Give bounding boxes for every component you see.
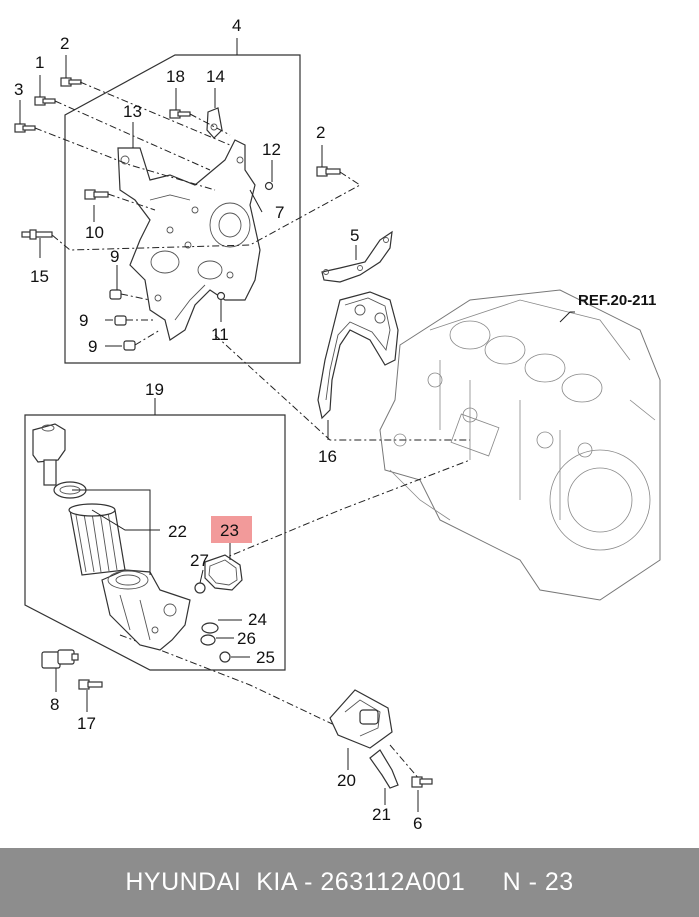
callout-22: 22: [168, 522, 187, 541]
callout-9-c: 9: [88, 337, 97, 356]
callout-8: 8: [50, 695, 59, 714]
bolt-18: [169, 109, 191, 119]
callout-3: 3: [14, 80, 23, 99]
highlight-box-23: [211, 516, 252, 543]
seals: [194, 582, 231, 663]
oil-filter-cap: [32, 423, 87, 499]
oil-filter-frame: [24, 414, 286, 671]
callout-20: 20: [337, 771, 356, 790]
ref-label: REF.20-211: [578, 292, 656, 309]
pipe-21: [369, 749, 399, 789]
gasket-23: [204, 554, 243, 591]
callout-17: 17: [77, 714, 96, 733]
callout-27: 27: [190, 551, 209, 570]
callout-11: 11: [211, 325, 229, 344]
bolt-6: [411, 776, 433, 788]
callout-21: 21: [372, 805, 391, 824]
callout-13: 13: [123, 102, 142, 121]
alignment-lines: [34, 81, 471, 781]
dowel-pins: [109, 289, 136, 351]
bolt-17: [78, 679, 103, 690]
callout-2-top: 2: [60, 34, 69, 53]
timing-chain-cover: [117, 139, 261, 341]
bracket-14: [206, 107, 223, 139]
bolt-2-top: [60, 77, 82, 87]
bolt-10: [84, 189, 109, 200]
callout-2-right: 2: [316, 123, 325, 142]
callout-19: 19: [145, 380, 164, 399]
callout-25: 25: [256, 648, 275, 667]
gasket-16: [317, 291, 399, 420]
oil-pressure-switch: [41, 649, 79, 669]
callout-6: 6: [413, 814, 422, 833]
callout-7: 7: [275, 203, 284, 222]
engine-block: [379, 289, 661, 601]
callout-26: 26: [237, 629, 256, 648]
bolt-3: [14, 123, 36, 133]
leader-lines: [19, 38, 575, 812]
callout-1: 1: [35, 53, 44, 72]
footer-bar: HYUNDAI KIA - 263112A001 N - 23: [0, 848, 699, 917]
gasket-5: [321, 230, 393, 283]
oil-filter-element: [68, 503, 126, 576]
callout-24: 24: [248, 610, 267, 629]
oil-filter-housing: [101, 569, 191, 651]
callout-9-b: 9: [79, 311, 88, 330]
callout-16: 16: [318, 447, 337, 466]
oil-cooler: [329, 689, 393, 749]
callout-12: 12: [262, 140, 281, 159]
part-number-caption: HYUNDAI KIA - 263112A001 N - 23: [125, 868, 574, 896]
callout-10: 10: [85, 223, 104, 242]
callout-15: 15: [30, 267, 49, 286]
callout-5: 5: [350, 226, 359, 245]
bolt-2-right: [316, 166, 341, 177]
bolt-1: [34, 96, 56, 106]
callout-9-a: 9: [110, 247, 119, 266]
callout-23: 23: [220, 521, 239, 540]
callout-14: 14: [206, 67, 225, 86]
stud-15: [21, 229, 53, 240]
callout-18: 18: [166, 67, 185, 86]
parts-diagram: 4 2 1 3 18 14 13 2 12 7 10 5 9 15 9 11 9…: [14, 16, 661, 833]
o-rings: [216, 181, 274, 301]
callout-labels: 4 2 1 3 18 14 13 2 12 7 10 5 9 15 9 11 9…: [14, 16, 656, 833]
callout-4: 4: [232, 16, 241, 35]
